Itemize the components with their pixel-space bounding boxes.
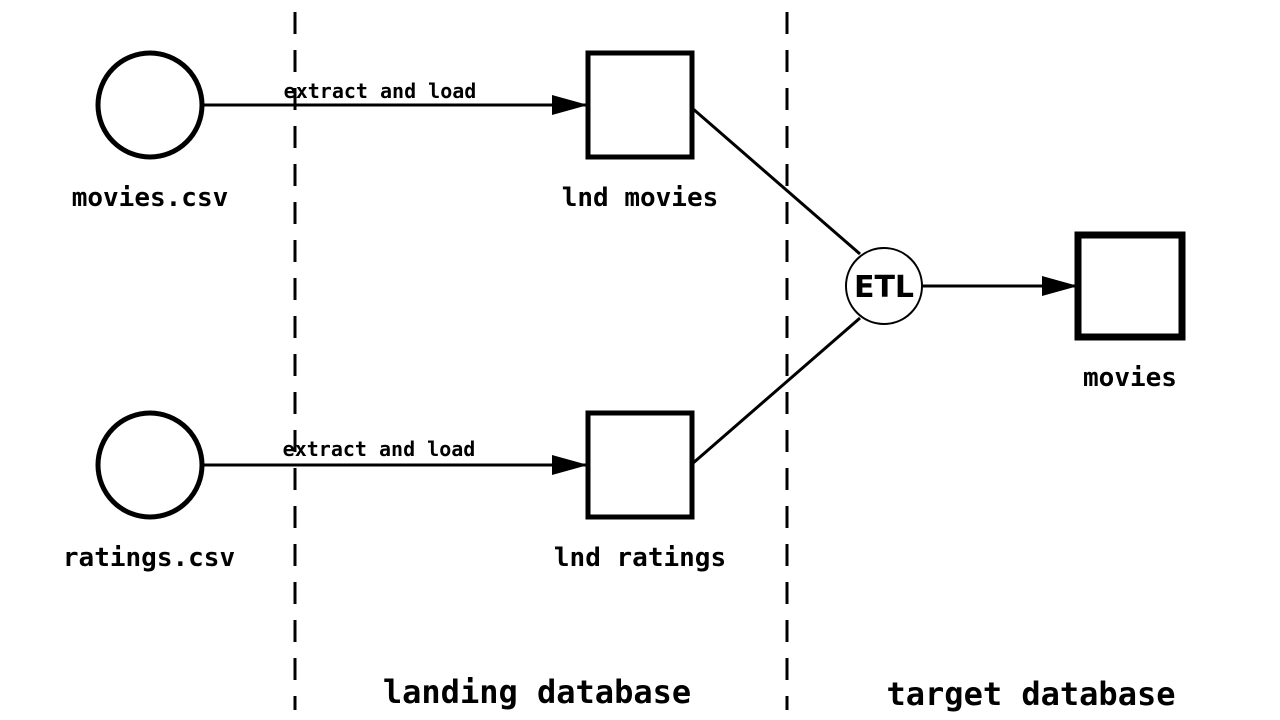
lnd-ratings-table-node bbox=[585, 410, 695, 520]
movies-target-label: movies bbox=[1083, 363, 1177, 393]
lnd-ratings-to-etl-connector bbox=[691, 316, 861, 466]
lnd-movies-label: lnd movies bbox=[562, 183, 719, 213]
lnd-movies-table-node bbox=[585, 50, 695, 160]
etl-process-label: ETL bbox=[854, 270, 914, 305]
target-database-zone-label: target database bbox=[887, 675, 1176, 713]
landing-database-zone-label: landing database bbox=[383, 673, 691, 711]
ratings-extract-load-label: extract and load bbox=[283, 437, 476, 461]
ratings-csv-label: ratings.csv bbox=[63, 543, 235, 573]
lnd-movies-to-etl-connector bbox=[691, 106, 861, 256]
ratings-csv-node bbox=[95, 410, 205, 520]
movies-target-table-node bbox=[1074, 231, 1186, 341]
movies-csv-node bbox=[95, 50, 205, 160]
movies-csv-label: movies.csv bbox=[72, 183, 229, 213]
movies-extract-load-label: extract and load bbox=[284, 79, 477, 103]
lnd-ratings-label: lnd ratings bbox=[554, 543, 726, 573]
